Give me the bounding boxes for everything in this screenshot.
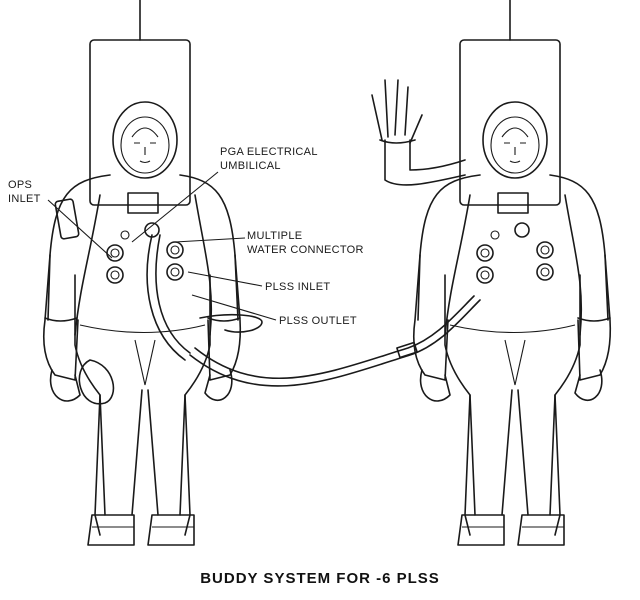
label-line: PGA ELECTRICAL — [220, 146, 318, 158]
astronaut-right — [371, 0, 612, 546]
label-line: MULTIPLE — [247, 230, 303, 242]
label-multiple-water-connector: MULTIPLE WATER CONNECTOR — [247, 229, 364, 257]
label-ops-inlet: OPS INLET — [8, 178, 41, 206]
label-line: INLET — [8, 193, 41, 205]
buddy-hose — [189, 299, 481, 387]
label-plss-outlet: PLSS OUTLET — [279, 315, 357, 327]
label-line: OPS — [8, 179, 33, 191]
label-plss-inlet: PLSS INLET — [265, 281, 331, 293]
label-line: WATER CONNECTOR — [247, 244, 364, 256]
label-pga-electrical-umbilical: PGA ELECTRICAL UMBILICAL — [220, 145, 318, 173]
caption: BUDDY SYSTEM FOR -6 PLSS — [200, 570, 440, 587]
label-line: UMBILICAL — [220, 160, 281, 172]
astronaut-left — [42, 0, 242, 546]
